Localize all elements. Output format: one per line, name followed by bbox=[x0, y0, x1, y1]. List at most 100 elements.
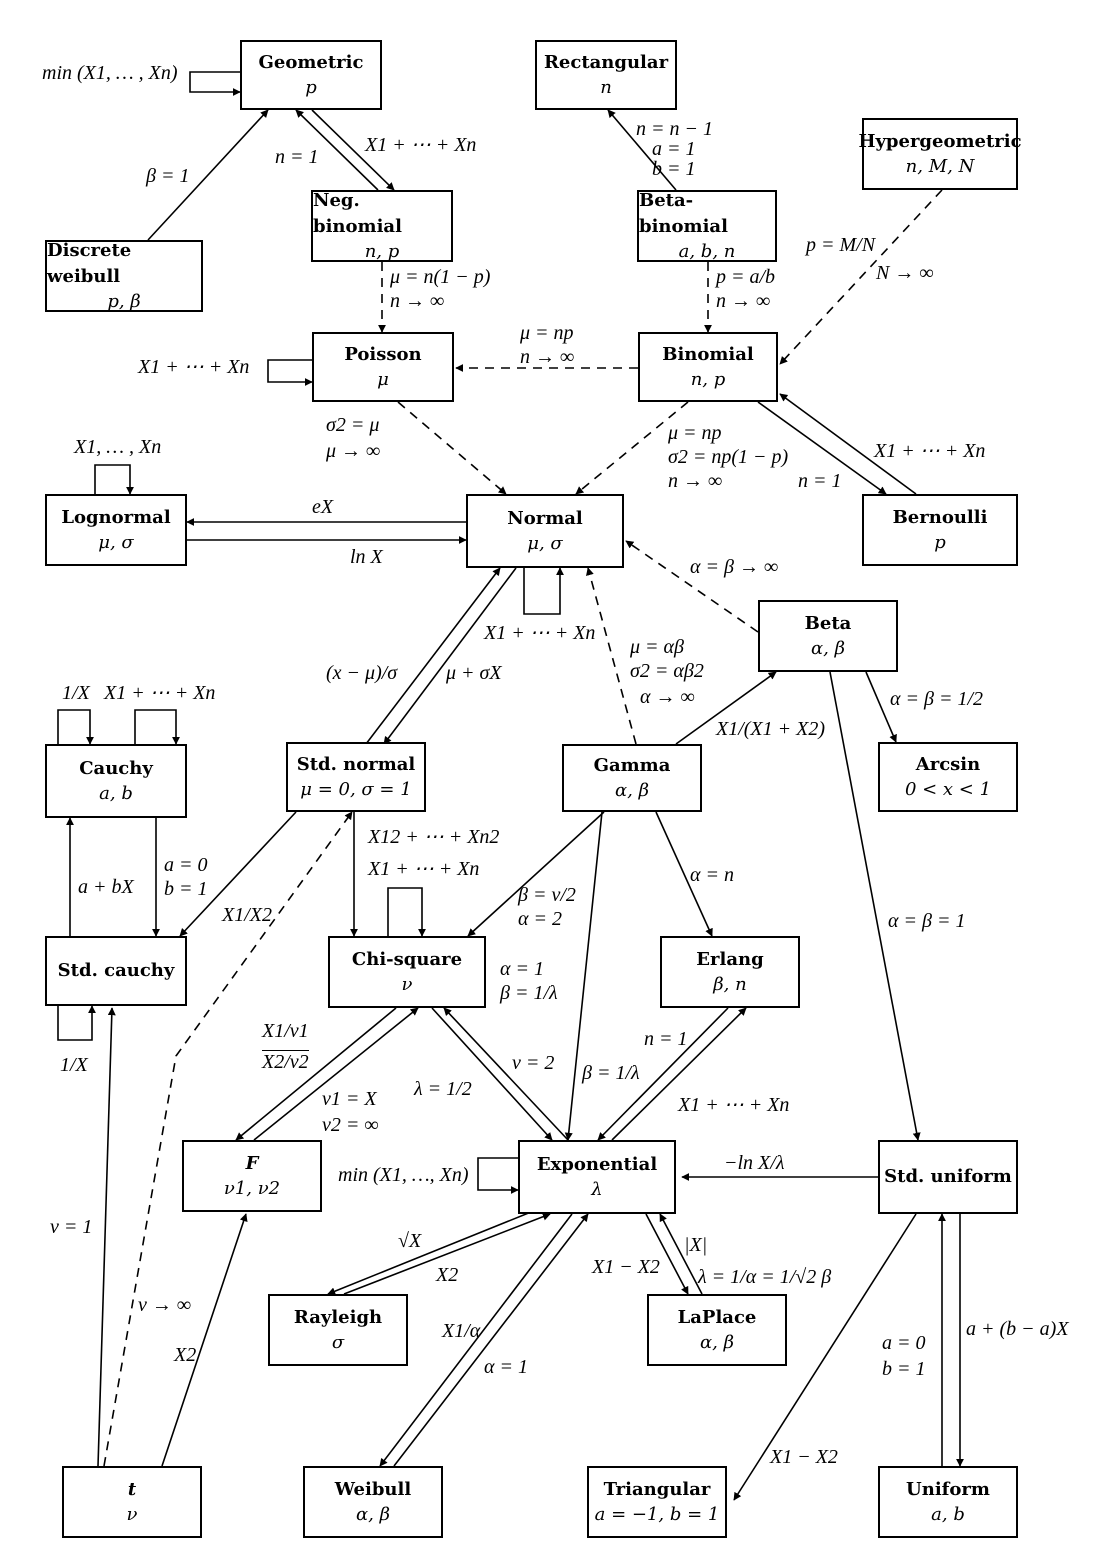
edge-exponential-erlang bbox=[611, 1007, 747, 1141]
node-name: Geometric bbox=[258, 52, 364, 73]
label-nb-geo: n = 1 bbox=[275, 146, 319, 168]
label-logn-self: X1, … , Xn bbox=[74, 436, 162, 458]
label-std-norm: μ + σX bbox=[446, 662, 502, 684]
node-params: p, β bbox=[107, 291, 141, 312]
label-wei-exp: X1/α bbox=[442, 1320, 481, 1342]
label-norm-self: X1 + ⋯ + Xn bbox=[484, 622, 596, 644]
node-params: ν bbox=[126, 1504, 138, 1525]
label-stdu-exp: −ln X/λ bbox=[724, 1152, 785, 1174]
label-chi-f-2: ν2 = ∞ bbox=[322, 1114, 379, 1136]
label-gam-erl: α = n bbox=[690, 864, 734, 886]
node-beta-binomial: Beta-binomial a, b, n bbox=[637, 190, 777, 262]
node-params: 0 < x < 1 bbox=[904, 779, 992, 800]
label-bb-rect-1: n = n − 1 bbox=[636, 118, 713, 140]
label-std-cauchy-up: a + bX bbox=[78, 876, 134, 898]
node-normal: Normal μ, σ bbox=[466, 494, 624, 568]
node-std-normal: Std. normal μ = 0, σ = 1 bbox=[286, 742, 426, 812]
label-f-num-1: X1/ν1 bbox=[262, 1020, 309, 1042]
edge-chisquare-f bbox=[235, 1007, 397, 1141]
node-geometric: Geometric p bbox=[240, 40, 382, 110]
label-geo-nb: X1 + ⋯ + Xn bbox=[365, 134, 477, 156]
node-name: Beta-binomial bbox=[639, 190, 728, 237]
edge-gamma-exponential bbox=[564, 811, 603, 1141]
label-chi-self: X1 + ⋯ + Xn bbox=[368, 858, 480, 880]
node-exponential: Exponential λ bbox=[518, 1140, 676, 1214]
label-exp-lap-1: X1 − X2 bbox=[592, 1256, 660, 1278]
edge-exponential-chisquare bbox=[443, 1007, 569, 1141]
node-params: ν bbox=[401, 974, 413, 995]
edge-stdnormal-stdcauchy bbox=[179, 811, 297, 937]
label-cauchy-self-1: 1/X bbox=[62, 682, 90, 704]
label-stdu-tri: X1 − X2 bbox=[770, 1446, 838, 1468]
label-exp-erl: X1 + ⋯ + Xn bbox=[678, 1094, 790, 1116]
label-bin-poi-1: μ = np bbox=[520, 322, 574, 344]
label-exp-chi-1: ν = 2 bbox=[512, 1052, 555, 1074]
edge-gamma-beta bbox=[675, 671, 777, 745]
edge-binomial-bernoulli bbox=[757, 401, 887, 495]
edge-beta-arcsin bbox=[865, 671, 897, 743]
node-binomial: Binomial n, p bbox=[638, 332, 778, 402]
edge-exponential-self bbox=[477, 1157, 519, 1194]
label-beta-stdu: α = β = 1 bbox=[888, 910, 966, 932]
node-name: Chi-square bbox=[351, 949, 463, 970]
label-chi-exp-2: β = 1/λ bbox=[500, 982, 558, 1004]
label-uni-stdu-2: b = 1 bbox=[882, 1358, 926, 1380]
edge-exponential-weibull bbox=[379, 1213, 573, 1467]
edge-gamma-erlang bbox=[655, 811, 713, 937]
node-params: σ bbox=[331, 1332, 345, 1353]
edge-rayleigh-exponential bbox=[343, 1212, 551, 1295]
node-name: Discrete weibull bbox=[47, 240, 132, 287]
node-params: p bbox=[305, 77, 317, 98]
label-stdu-uni: a + (b − a)X bbox=[966, 1318, 1069, 1340]
node-name: Rectangular bbox=[543, 52, 669, 73]
node-name: Hypergeometric bbox=[858, 131, 1022, 152]
node-params: α, β bbox=[355, 1504, 390, 1525]
node-triangular: Triangular a = −1, b = 1 bbox=[587, 1466, 727, 1538]
edge-normal-stdnormal bbox=[383, 567, 517, 745]
edge-betabinomial-rectangular bbox=[607, 109, 677, 191]
edge-gamma-chisquare bbox=[467, 811, 605, 937]
label-gam-norm-3: α → ∞ bbox=[640, 686, 695, 708]
node-params: ν1, ν2 bbox=[223, 1178, 281, 1199]
node-params: a, b bbox=[931, 1504, 965, 1525]
label-norm-logn: eX bbox=[312, 496, 334, 518]
label-nb-poi-1: μ = n(1 − p) bbox=[390, 266, 491, 288]
label-t-f: X2 bbox=[174, 1344, 197, 1366]
node-gamma: Gamma α, β bbox=[562, 744, 702, 812]
edge-stduniform-triangular bbox=[733, 1213, 917, 1501]
node-params: n bbox=[600, 77, 612, 98]
label-chi-f-1: ν1 = X bbox=[322, 1088, 377, 1110]
node-poisson: Poisson μ bbox=[312, 332, 454, 402]
node-lognormal: Lognormal μ, σ bbox=[45, 494, 187, 566]
label-bin-norm-2: σ2 = np(1 − p) bbox=[668, 446, 789, 468]
node-name: Bernoulli bbox=[892, 507, 988, 528]
edge-hypergeometric-binomial bbox=[779, 189, 943, 365]
label-logn-norm: ln X bbox=[350, 546, 383, 568]
node-name: Binomial bbox=[662, 344, 754, 365]
node-params: μ, σ bbox=[98, 532, 134, 553]
edge-t-stdcauchy bbox=[97, 1007, 116, 1467]
node-name: Erlang bbox=[696, 949, 764, 970]
edge-lognormal-self bbox=[94, 464, 134, 495]
edge-cauchy-self-2 bbox=[134, 709, 180, 745]
label-bin-poi-2: n → ∞ bbox=[520, 346, 575, 368]
node-name: LaPlace bbox=[677, 1307, 757, 1328]
label-erl-exp: n = 1 bbox=[644, 1028, 688, 1050]
node-params: μ = 0, σ = 1 bbox=[300, 779, 412, 800]
label-bb-rect-3: b = 1 bbox=[652, 158, 696, 180]
label-gam-exp: β = 1/λ bbox=[582, 1062, 640, 1084]
edge-geometric-negbinomial bbox=[311, 109, 395, 191]
node-params: μ, σ bbox=[527, 533, 563, 554]
edge-exponential-laplace bbox=[645, 1213, 689, 1295]
node-name: Neg. binomial bbox=[313, 190, 402, 237]
node-name: Beta bbox=[804, 613, 852, 634]
label-chi-exp-1: α = 1 bbox=[500, 958, 544, 980]
label-exp-wei: α = 1 bbox=[484, 1356, 528, 1378]
label-exp-chi-2: λ = 1/2 bbox=[414, 1078, 472, 1100]
label-bin-norm-1: μ = np bbox=[668, 422, 722, 444]
node-weibull: Weibull α, β bbox=[303, 1466, 443, 1538]
node-name: Weibull bbox=[334, 1479, 412, 1500]
node-params: α, β bbox=[699, 1332, 734, 1353]
label-bin-bern: n = 1 bbox=[798, 470, 842, 492]
